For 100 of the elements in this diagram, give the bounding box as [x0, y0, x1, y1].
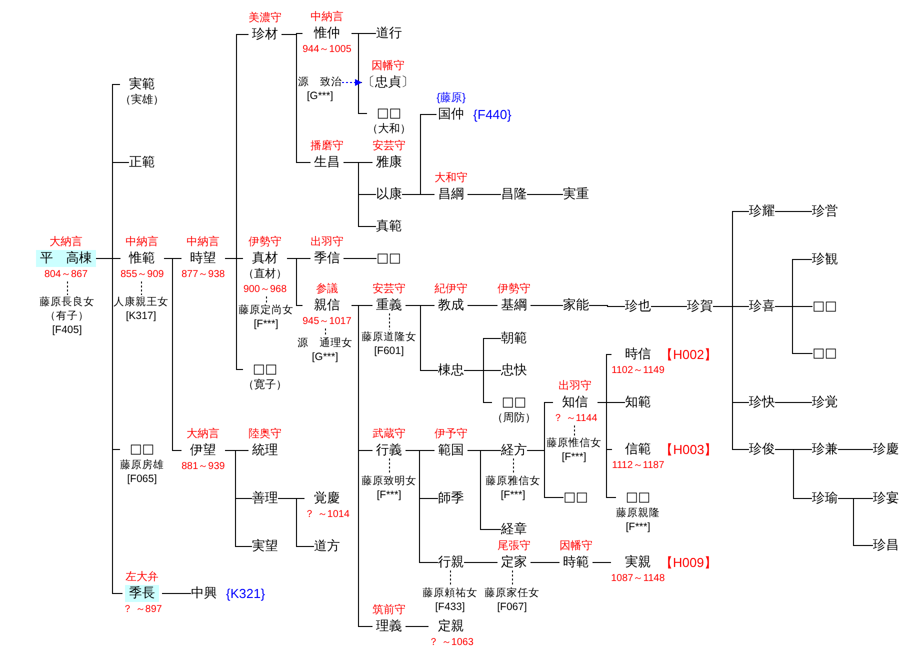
person-name: 実親 [624, 554, 651, 570]
person-name: 統理 [252, 442, 278, 458]
annotation-text: 藤原惟信女 [546, 436, 602, 450]
person-name: 忠快 [501, 362, 527, 378]
annotation-text: [F601] [374, 344, 404, 358]
annotation-text: [G***] [312, 350, 338, 364]
clan-name: {藤原} [436, 90, 466, 106]
life-dates: 881～939 [182, 460, 225, 474]
highlighted-name: 季長 [125, 584, 160, 602]
person-name: 珍也 [625, 298, 651, 314]
dotted-line [450, 570, 451, 586]
official-title: 因幡守 [560, 538, 592, 554]
official-title: 安芸守 [372, 282, 406, 296]
person-name: □□ [502, 394, 526, 410]
alternate-name: （大和） [367, 122, 411, 136]
person-name: 信範 [625, 440, 652, 458]
reference-code: {F440} [473, 106, 512, 122]
person-name: 伊望 [190, 442, 216, 458]
annotation-text: [F***] [562, 450, 586, 464]
tree-line [838, 449, 874, 450]
tree-line [464, 370, 492, 403]
reference-code: 【H003】 [660, 440, 718, 458]
person-name: 知信 [562, 394, 588, 410]
person-name: 範国 [438, 442, 464, 458]
annotation-text: 藤原房雄 [120, 458, 164, 472]
official-title: 紀伊守 [434, 282, 468, 296]
dotted-line [389, 458, 390, 474]
alternate-name: （実雄） [120, 92, 164, 108]
person-name: 家能 [563, 296, 589, 314]
alternate-name: （直材） [243, 266, 287, 282]
person-name: □□ [130, 440, 154, 458]
official-title: 播磨守 [310, 138, 344, 154]
person-name: 以康 [376, 186, 402, 202]
reference-code: 【H009】 [660, 554, 717, 570]
tree-line [774, 402, 812, 403]
official-title: 中納言 [126, 234, 159, 250]
person-name: 実重 [563, 186, 589, 202]
person-name: 珍俊 [749, 440, 775, 458]
person-name: 中興 [191, 584, 217, 602]
official-title: 筑前守 [372, 602, 406, 618]
life-dates: 804～867 [44, 268, 88, 282]
reference-code: {K321} [226, 584, 266, 602]
reference-code: 【H002】 [660, 346, 718, 362]
person-name: 珍営 [812, 202, 838, 220]
person-name: 珍瑜 [812, 490, 838, 506]
tree-line [163, 258, 182, 451]
person-name: 昌隆 [501, 186, 527, 202]
person-name: 理義 [376, 618, 402, 634]
official-title: 尾張守 [498, 538, 530, 554]
life-dates: ？ ～897 [122, 602, 162, 616]
tree-line [224, 258, 244, 370]
tree-line [467, 450, 502, 530]
official-title: 出羽守 [558, 378, 592, 394]
person-name: 覚慶 [314, 490, 340, 506]
person-name: 珍耀 [749, 202, 775, 220]
person-name: 時信 [625, 346, 651, 362]
annotation-text: （有子） [45, 309, 89, 323]
dotted-line [389, 313, 390, 330]
person-name: 珍慶 [873, 440, 899, 458]
official-title: 伊勢守 [248, 234, 282, 250]
dotted-line [574, 425, 575, 436]
official-title: 伊勢守 [498, 282, 530, 296]
person-name: 昌綱 [438, 186, 464, 202]
annotation-text: 源 通理女 [298, 336, 352, 350]
life-dates: ？ ～1063 [428, 636, 474, 650]
tree-line [526, 194, 564, 195]
person-name: 基綱 [501, 296, 527, 314]
tree-line [838, 498, 874, 546]
tree-line [343, 258, 377, 259]
annotation-text: [F***] [500, 488, 526, 502]
tree-line [596, 402, 616, 498]
tree-line [592, 562, 612, 563]
life-dates: 945～1017 [302, 314, 352, 328]
person-name: 珍昌 [873, 536, 899, 554]
annotation-text: 藤原親隆 [616, 506, 660, 520]
person-name: □□ [812, 344, 838, 362]
tree-line [405, 626, 429, 627]
person-name: 経章 [501, 520, 527, 538]
life-dates: 877～938 [182, 268, 225, 282]
person-name: 経方 [501, 442, 527, 458]
life-dates: 1112～1187 [612, 458, 664, 472]
person-name: 実望 [252, 538, 278, 554]
person-name: 季信 [314, 250, 340, 266]
dotted-line [67, 281, 68, 296]
person-name: 実範 [129, 76, 155, 92]
official-title: 武蔵守 [372, 426, 406, 442]
life-dates: 855～909 [120, 268, 164, 282]
tree-line [467, 194, 502, 195]
person-name: 善理 [252, 490, 278, 506]
tree-line [464, 562, 498, 563]
tree-line [343, 162, 376, 227]
person-name: 珍兼 [812, 440, 838, 458]
alternate-name: （周防） [492, 410, 536, 426]
official-title: 大納言 [50, 234, 82, 250]
annotation-text: [F065] [127, 472, 157, 486]
person-name: 珍観 [812, 250, 838, 268]
person-name: 定家 [501, 554, 527, 570]
tree-line [650, 306, 688, 307]
person-name: 真範 [376, 218, 402, 234]
person-name: 定親 [438, 618, 464, 634]
